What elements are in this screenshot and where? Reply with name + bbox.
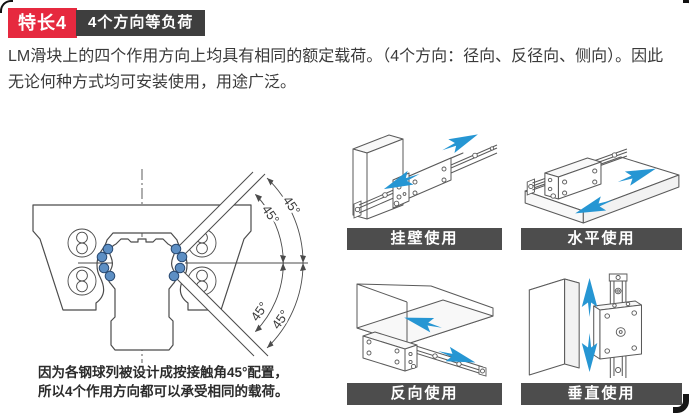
- angle-label: 45°: [248, 299, 272, 324]
- lm-block: [593, 300, 643, 360]
- wall-mount-illustration: [352, 127, 498, 220]
- diagram-caption-line1: 因为各钢球列被设计成按接触角45°配置，: [38, 365, 288, 380]
- crop-corner-bottom-right: [673, 394, 689, 413]
- orientation-card-wall-mount: 挂壁使用: [347, 125, 502, 250]
- orientation-label-bar: 垂直使用: [521, 383, 682, 405]
- diagram-caption: 因为各钢球列被设计成按接触角45°配置， 所以4个作用方向都可以承受相同的载荷。: [38, 363, 289, 401]
- cross-section-diagram: 45° 45° 45° 45°: [32, 169, 308, 363]
- orientation-label-bar: 挂壁使用: [347, 228, 502, 250]
- lm-block: [362, 331, 418, 372]
- feature-title-badge: 4个方向等负荷: [76, 10, 206, 36]
- lm-block: [544, 157, 602, 200]
- motion-arrow-icon: [439, 127, 481, 158]
- orientation-card-horizontal: 水平使用: [521, 125, 682, 250]
- crop-corner-top-left: [0, 0, 13, 13]
- angle-label: 45°: [259, 202, 283, 227]
- vertical-illustration: [528, 273, 643, 378]
- lm-rail: [107, 238, 177, 351]
- bolt-hole: [67, 228, 97, 258]
- angle-label: 45°: [269, 307, 293, 332]
- crop-corner-top-right: [683, 0, 689, 7]
- orientation-label-bar: 水平使用: [521, 228, 682, 250]
- inverted-illustration: [356, 283, 494, 377]
- horizontal-illustration: [524, 148, 680, 224]
- bolt-hole: [67, 266, 97, 296]
- intro-paragraph: LM滑块上的四个作用方向上均具有相同的额定载荷。（4个方向：径向、反径向、侧向）…: [8, 48, 664, 91]
- orientation-card-vertical: 垂直使用: [521, 272, 682, 405]
- wall-slab: [528, 278, 580, 376]
- orientation-label-bar: 反向使用: [347, 383, 502, 405]
- angle-label: 45°: [280, 193, 304, 218]
- diagram-caption-line2: 所以4个作用方向都可以承受相同的载荷。: [38, 384, 289, 399]
- ball-bearing-row: [96, 243, 188, 282]
- feature-number-badge: 特长4: [8, 8, 78, 38]
- orientation-card-inverted: 反向使用: [347, 272, 502, 405]
